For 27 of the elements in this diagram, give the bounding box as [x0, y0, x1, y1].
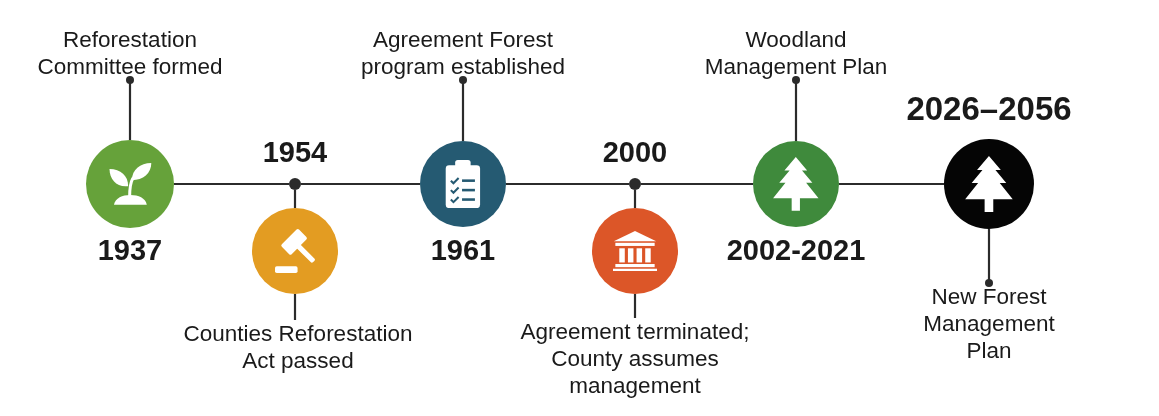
leader-line	[633, 190, 637, 208]
timeline-line	[839, 182, 944, 186]
year-label: 2002-2021	[726, 234, 866, 267]
timeline-line	[641, 182, 753, 186]
year-label: 1961	[430, 234, 496, 267]
event-label: Reforestation Committee formed	[36, 26, 224, 80]
year-label: 1937	[97, 234, 163, 267]
leader-line	[459, 76, 467, 141]
event-label: Agreement terminated; County assumes management	[519, 318, 751, 399]
event-label: Agreement Forest program established	[360, 26, 566, 80]
timeline-dot	[289, 178, 301, 190]
leader-line	[293, 190, 297, 208]
timeline-dot	[629, 178, 641, 190]
timeline-line	[506, 182, 629, 186]
timeline-line	[174, 182, 289, 186]
event-label: Woodland Management Plan	[703, 26, 889, 80]
leader-line	[293, 294, 297, 320]
leader-line	[792, 76, 800, 141]
year-label: 2000	[602, 136, 668, 169]
event-label: New Forest Management Plan	[922, 283, 1056, 364]
event-label: Counties Reforestation Act passed	[182, 320, 414, 374]
year-label: 1954	[262, 136, 328, 169]
leader-line	[985, 229, 993, 287]
year-label: 2026–2056	[906, 90, 1072, 127]
leader-line	[633, 294, 637, 318]
leader-line	[126, 76, 134, 140]
timeline-line	[301, 182, 420, 186]
